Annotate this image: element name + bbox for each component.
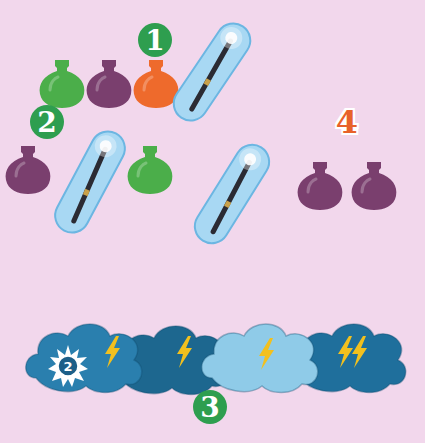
- callout-number: 2: [37, 109, 56, 137]
- green-potion: [40, 60, 85, 108]
- callout-number: 4: [336, 106, 358, 138]
- lightning-bolt: [177, 336, 192, 368]
- sun-badge: [48, 345, 88, 387]
- callout-disc: [138, 23, 172, 57]
- green-potion: [128, 146, 173, 194]
- lightning-bolt: [259, 338, 274, 370]
- wand-tile: [49, 125, 131, 238]
- value-badge: 2: [63, 360, 72, 373]
- purple-potion: [352, 162, 397, 210]
- storm-cloud: [26, 324, 142, 393]
- storm-cloud: [202, 324, 318, 393]
- lightning-bolt: [338, 336, 353, 368]
- purple-potion: [298, 162, 343, 210]
- lightning-bolt: [352, 336, 367, 368]
- lightning-bolt: [105, 336, 120, 368]
- purple-potion: [87, 60, 132, 108]
- callout-disc: [30, 105, 64, 139]
- purple-potion: [6, 146, 51, 194]
- callout-number: 1: [145, 27, 164, 55]
- wand-tile: [167, 17, 257, 127]
- callout-number: 3: [200, 394, 219, 422]
- orange-potion: [134, 60, 179, 108]
- wand-tile: [188, 138, 275, 249]
- badge-disc: [58, 356, 78, 376]
- callout-disc: [193, 390, 227, 424]
